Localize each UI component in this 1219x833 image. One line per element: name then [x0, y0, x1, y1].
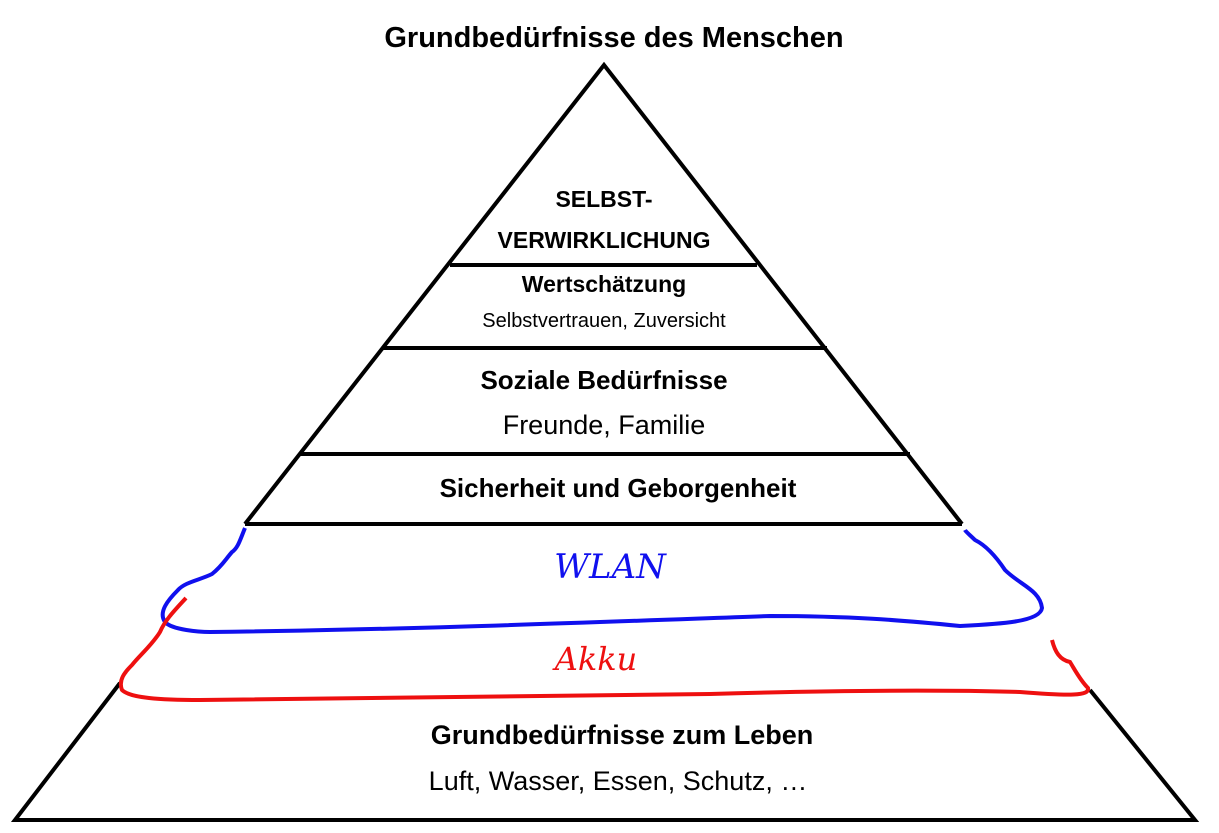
level-grundbeduerfnisse-subtitle: Luft, Wasser, Essen, Schutz, … [429, 766, 808, 796]
level-wertschaetzung-title: Wertschätzung [522, 271, 686, 297]
level-selbstverwirklichung-line2: VERWIRKLICHUNG [498, 227, 711, 253]
level-soziale-title: Soziale Bedürfnisse [480, 365, 727, 395]
diagram-title: Grundbedürfnisse des Menschen [384, 22, 843, 54]
level-grundbeduerfnisse-title: Grundbedürfnisse zum Leben [431, 720, 814, 750]
wlan-label: WLAN [554, 547, 667, 587]
wlan-bracket [160, 527, 1045, 635]
pyramid-outline [10, 61, 1200, 822]
akku-bracket [118, 596, 1091, 703]
level-selbstverwirklichung-line1: SELBST- [555, 186, 652, 212]
level-sicherheit-title: Sicherheit und Geborgenheit [440, 473, 797, 503]
level-soziale-subtitle: Freunde, Familie [503, 410, 706, 440]
akku-label: Akku [552, 640, 638, 678]
level-wertschaetzung-subtitle: Selbstvertrauen, Zuversicht [482, 310, 726, 332]
